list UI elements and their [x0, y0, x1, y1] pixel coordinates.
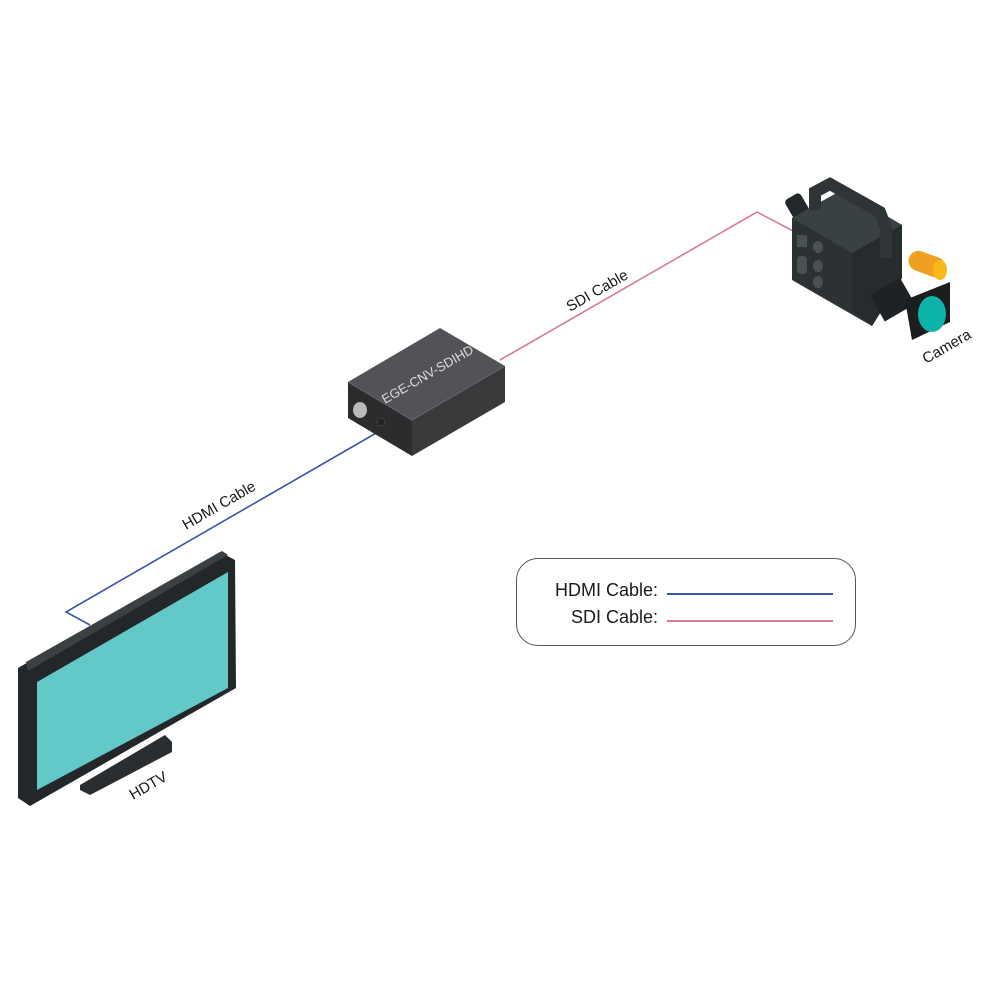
- camera-lens-icon: [918, 296, 946, 332]
- legend-item-hdmi: HDMI Cable:: [517, 580, 855, 604]
- hdtv-label: HDTV: [127, 768, 171, 803]
- legend-swatch-hdmi: [667, 593, 833, 595]
- legend-label: SDI Cable:: [570, 607, 658, 627]
- hdmi-cable-label: HDMI Cable: [180, 478, 259, 534]
- legend-swatch-sdi: [667, 620, 833, 622]
- hdtv-screen: [37, 572, 228, 790]
- legend-item-sdi: SDI Cable:: [517, 607, 855, 631]
- hdtv-icon: [18, 551, 236, 806]
- legend-label: HDMI Cable:: [554, 580, 658, 600]
- sdi-cable-line: [499, 211, 796, 361]
- converter-box: EGE-CNV-SDIHD: [347, 328, 506, 456]
- hdmi-cable-line: [64, 431, 379, 626]
- legend-box: HDMI Cable: SDI Cable:: [516, 558, 856, 646]
- sdi-port-icon: [353, 402, 367, 418]
- camera-icon: [785, 177, 950, 340]
- power-port-icon: [376, 417, 386, 427]
